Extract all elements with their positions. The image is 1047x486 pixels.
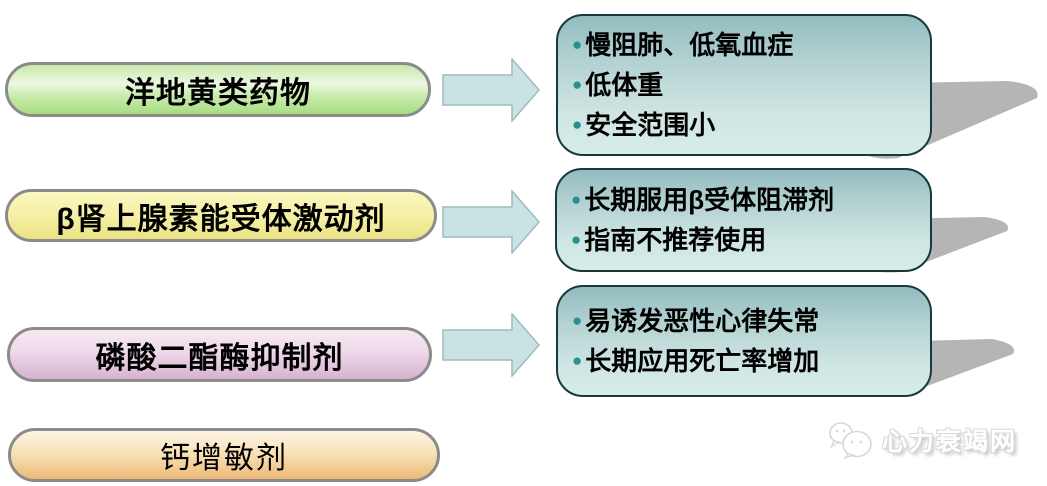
bullet-item: ● 慢阻肺、低氧血症: [572, 25, 924, 65]
bullet-item: ● 指南不推荐使用: [571, 220, 924, 260]
wechat-chat-bubbles-icon: [829, 422, 872, 459]
bullet-text: 低体重: [585, 70, 664, 100]
pill-beta-adrenergic-agonists: β肾上腺素能受体激动剂: [5, 189, 437, 242]
pill-calcium-sensitizer-label: 钙增敏剂: [160, 442, 288, 475]
pill-digitalis-label: 洋地黄类药物: [125, 76, 311, 110]
right-arrow-icon: [442, 190, 540, 254]
watermark: 心力衰竭网: [828, 420, 1017, 460]
pill-digitalis-drugs: 洋地黄类药物: [5, 62, 431, 117]
pill-pde-inhibitor-label: 磷酸二酯酶抑制剂: [95, 341, 344, 375]
right-arrow-icon: [442, 58, 540, 122]
bullet-text: 长期应用死亡率增加: [585, 346, 820, 376]
bullet-dot-icon: ●: [572, 75, 583, 94]
bullet-dot-icon: ●: [572, 351, 583, 370]
bullet-item: ● 长期服用β受体阻滞剂: [571, 180, 924, 220]
bullet-dot-icon: ●: [572, 311, 583, 330]
pill-calcium-sensitizers: 钙增敏剂: [8, 428, 440, 482]
bullet-item: ● 长期应用死亡率增加: [572, 341, 924, 381]
bullet-dot-icon: ●: [572, 35, 583, 54]
bullet-dot-icon: ●: [572, 115, 583, 134]
bullet-dot-icon: ●: [571, 230, 582, 249]
bullet-text: 指南不推荐使用: [584, 225, 767, 255]
right-arrow-icon: [442, 313, 540, 377]
bullet-text: 长期服用β受体阻滞剂: [584, 185, 835, 215]
bullet-text: 慢阻肺、低氧血症: [585, 30, 794, 60]
watermark-label: 心力衰竭网: [882, 428, 1018, 456]
bullet-item: ● 安全范围小: [572, 105, 924, 145]
bullet-item: ● 易诱发恶性心律失常: [572, 301, 924, 341]
bullet-dot-icon: ●: [571, 190, 582, 209]
pill-phosphodiesterase-inhibitors: 磷酸二酯酶抑制剂: [7, 327, 432, 382]
bullet-text: 易诱发恶性心律失常: [585, 306, 820, 336]
pill-beta-agonist-label: β肾上腺素能受体激动剂: [56, 202, 386, 236]
bullet-text: 安全范围小: [585, 110, 716, 140]
bullets-box-digitalis: ● 慢阻肺、低氧血症 ● 低体重 ● 安全范围小: [556, 14, 932, 156]
bullets-box-pde-inhibitors: ● 易诱发恶性心律失常 ● 长期应用死亡率增加: [556, 285, 932, 397]
bullet-item: ● 低体重: [572, 65, 924, 105]
bullets-box-beta-agonists: ● 长期服用β受体阻滞剂 ● 指南不推荐使用: [555, 168, 932, 272]
